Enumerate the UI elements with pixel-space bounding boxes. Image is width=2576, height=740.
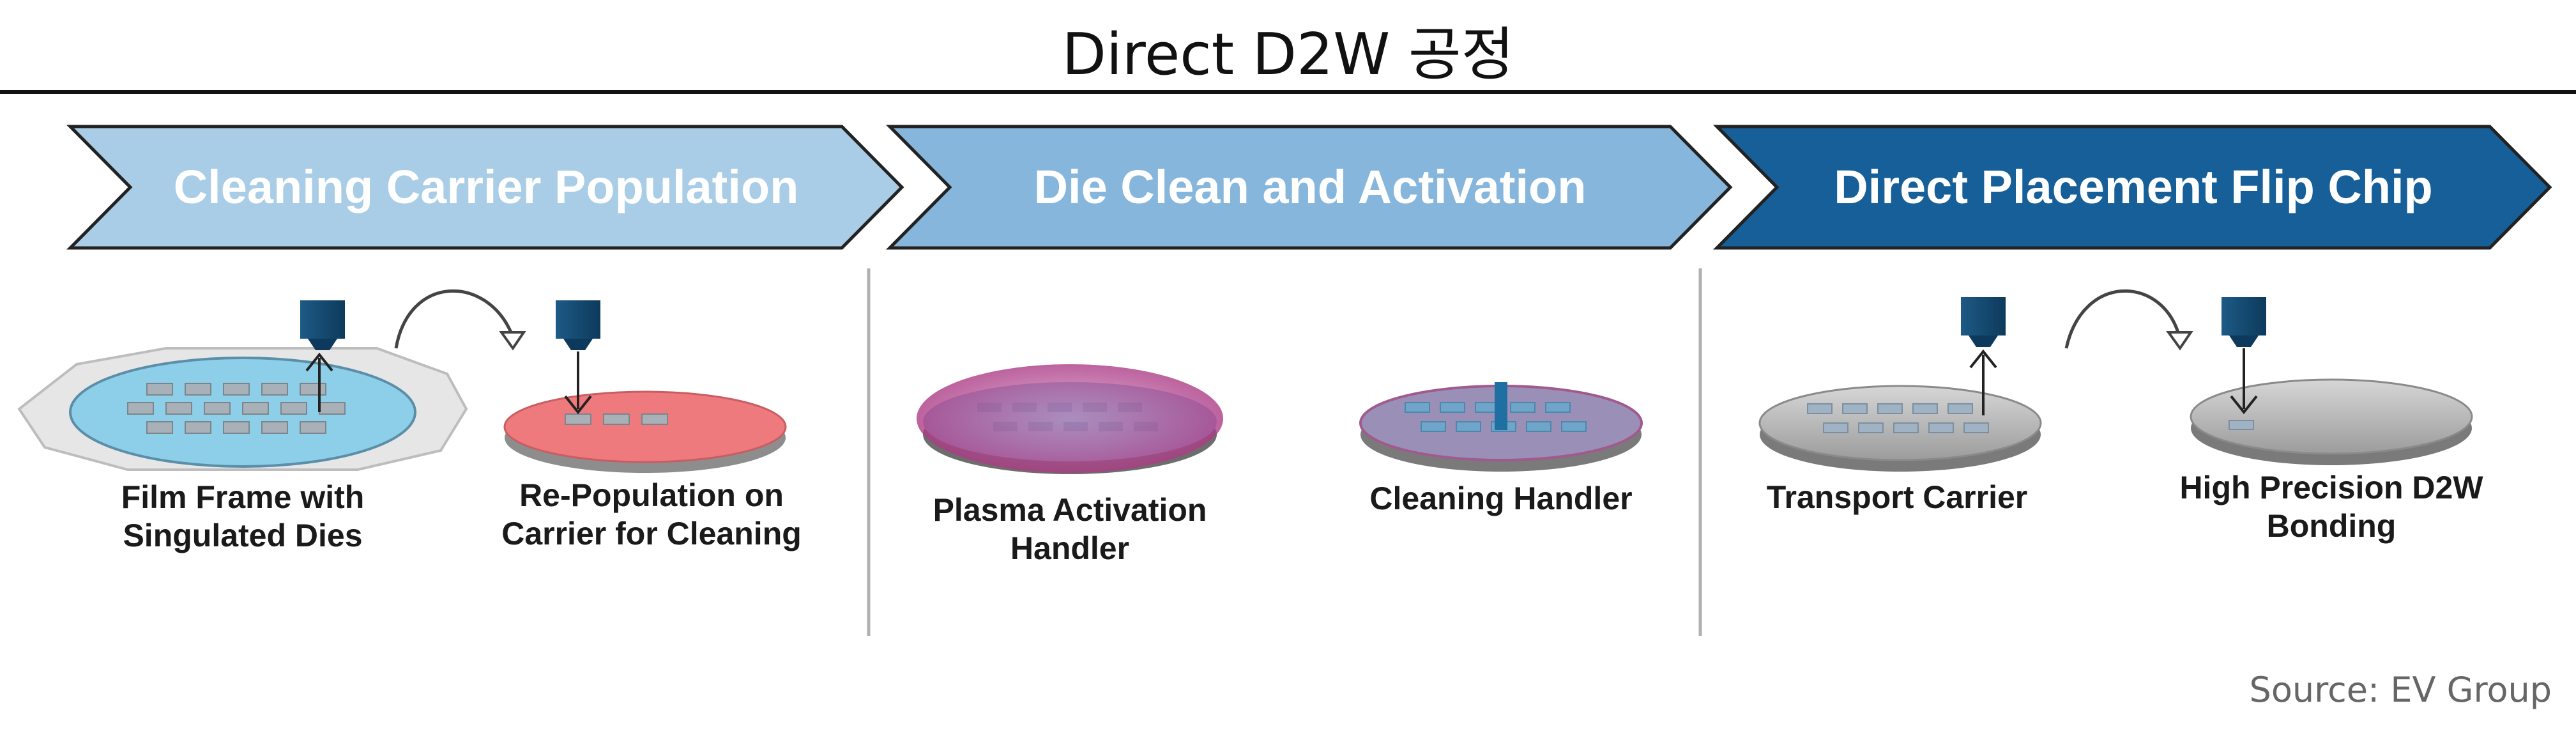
step-2-caption: Re-Population on Carrier for Cleaning (501, 477, 802, 551)
up-arrow-icon (305, 352, 333, 412)
stage-1-chevron (66, 125, 904, 250)
transport-carrier-illustration (1758, 297, 2042, 472)
pick-head-icon (1961, 297, 2006, 335)
stage-3-chevron (1713, 125, 2552, 250)
bonding-wafer-illustration (2190, 297, 2473, 465)
stage-2-chevron (886, 125, 1733, 250)
cleaning-carrier-illustration (503, 300, 787, 473)
plasma-wafer-illustration (917, 364, 1223, 474)
title-divider (0, 90, 2576, 94)
stage-2-label: Die Clean and Activation (1033, 160, 1587, 213)
step-1-caption: Film Frame with Singulated Dies (121, 479, 365, 553)
transfer-arrow-icon (394, 289, 513, 349)
pick-head-icon (300, 300, 345, 339)
stage-3-label: Direct Placement Flip Chip (1834, 160, 2433, 213)
pick-head-icon (2222, 297, 2266, 335)
nozzle-icon (1495, 382, 1507, 430)
stage-1-label: Cleaning Carrier Population (173, 160, 799, 213)
diagram-title: Direct D2W 공정 (1062, 21, 1514, 88)
step-6-caption: High Precision D2W Bonding (2179, 470, 2483, 544)
pick-head-icon (556, 300, 600, 339)
step-4-caption: Cleaning Handler (1369, 481, 1633, 516)
film-frame-illustration (17, 300, 468, 471)
down-arrow-icon (2230, 348, 2258, 415)
source-note: Source: EV Group (2249, 670, 2552, 710)
step-3-caption: Plasma Activation Handler (933, 492, 1207, 566)
transfer-arrow-icon (2064, 289, 2180, 349)
cleaning-wafer-illustration (1359, 382, 1643, 472)
step-5-caption: Transport Carrier (1766, 479, 2028, 515)
down-arrow-icon (564, 351, 592, 415)
up-arrow-icon (1969, 349, 1997, 415)
